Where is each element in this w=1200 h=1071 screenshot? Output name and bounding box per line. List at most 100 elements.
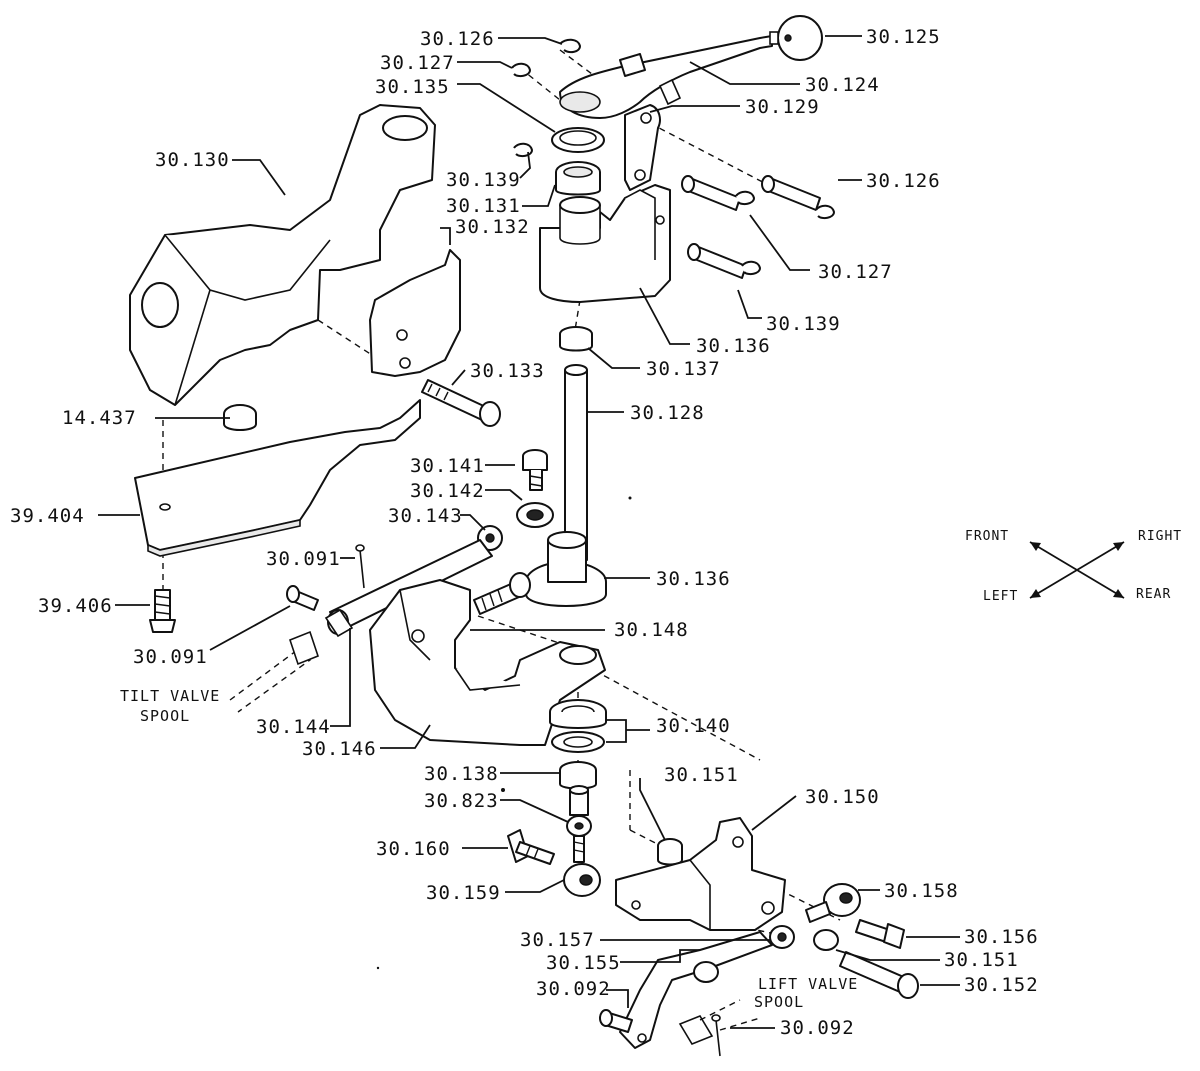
- bushing-30131: [555, 161, 601, 196]
- print-dot: [501, 788, 505, 792]
- bolt-30141: [522, 449, 548, 491]
- label-30136-mid: 30.136: [656, 568, 731, 590]
- label-30159: 30.159: [426, 882, 501, 904]
- arrow-left-icon: [1030, 589, 1041, 598]
- retaining-clip-30139-right: [741, 260, 761, 276]
- label-14437: 14.437: [62, 407, 137, 429]
- label-30131: 30.131: [446, 195, 521, 217]
- lift-valve-spool: [678, 999, 741, 1045]
- label-30151-top: 30.151: [664, 764, 739, 786]
- label-30091-left: 30.091: [133, 646, 208, 668]
- stud-30148: [473, 572, 531, 615]
- label-30160: 30.160: [376, 838, 451, 860]
- label-30139-right: 30.139: [766, 313, 841, 335]
- label-30138: 30.138: [424, 763, 499, 785]
- label-30133: 30.133: [470, 360, 545, 382]
- bolt-30152: [839, 951, 919, 999]
- label-30151-bottom: 30.151: [944, 949, 1019, 971]
- pivot-pin-3: [687, 243, 747, 279]
- rod-end-30159: [563, 863, 601, 897]
- clevis-pin-30091: [286, 585, 319, 611]
- label-30152: 30.152: [964, 974, 1039, 996]
- label-30125: 30.125: [866, 26, 941, 48]
- label-30146: 30.146: [302, 738, 377, 760]
- label-30140: 30.140: [656, 715, 731, 737]
- orientation-indicator: FRONT RIGHT LEFT REAR: [965, 529, 1181, 604]
- label-lift-valve-line1: LIFT VALVE: [758, 975, 858, 993]
- link-plate: [624, 104, 661, 191]
- label-30135: 30.135: [375, 76, 450, 98]
- label-39406: 39.406: [38, 595, 113, 617]
- cotter-pin-30092: [711, 1014, 721, 1057]
- orientation-left: LEFT: [983, 589, 1018, 604]
- label-30128: 30.128: [630, 402, 705, 424]
- part-labels: 30.126 30.125 30.127 30.124 30.135 30.12…: [10, 26, 1039, 1039]
- screw-39406: [149, 589, 176, 633]
- label-30136-top: 30.136: [696, 335, 771, 357]
- print-dot: [628, 496, 632, 500]
- pin-30092-left: [599, 1009, 633, 1033]
- washers-30140: [549, 699, 607, 753]
- orientation-front: FRONT: [965, 529, 1009, 544]
- label-30155: 30.155: [546, 952, 621, 974]
- plug-14437: [223, 404, 257, 431]
- label-30130: 30.130: [155, 149, 230, 171]
- retaining-clip-30139: [513, 142, 533, 158]
- label-30150: 30.150: [805, 786, 880, 808]
- leader-lines: [98, 35, 960, 1029]
- orientation-rear: REAR: [1136, 587, 1171, 602]
- arrow-right-icon: [1113, 542, 1124, 551]
- ball-joint-30142: [516, 502, 554, 528]
- retaining-clip-30127-top: [511, 62, 531, 78]
- label-30137: 30.137: [646, 358, 721, 380]
- label-30091-top: 30.091: [266, 548, 341, 570]
- label-tilt-valve-line1: TILT VALVE: [120, 687, 220, 705]
- retaining-clip-30126-top: [559, 38, 581, 54]
- clevis-30144: [324, 608, 354, 638]
- pivot-pin-2: [761, 175, 821, 211]
- label-30126-right: 30.126: [866, 170, 941, 192]
- print-dot: [376, 966, 380, 970]
- label-30129: 30.129: [745, 96, 820, 118]
- arrow-front-icon: [1030, 542, 1041, 551]
- shaft-30128: [564, 364, 588, 561]
- ring-30137: [559, 326, 593, 352]
- washer-30135: [551, 127, 605, 153]
- label-30127-right: 30.127: [818, 261, 893, 283]
- label-30124: 30.124: [805, 74, 880, 96]
- label-30141: 30.141: [410, 455, 485, 477]
- arrow-rear-icon: [1113, 589, 1124, 598]
- link-arm-30155: [619, 931, 773, 1049]
- ball-joint-30158: [805, 883, 861, 923]
- upper-bracket-30136: [539, 184, 671, 303]
- label-30126-top: 30.126: [420, 28, 495, 50]
- lower-collar-30136: [525, 531, 607, 607]
- label-30156: 30.156: [964, 926, 1039, 948]
- tilt-valve-spool: [229, 630, 319, 713]
- lever-knob: [769, 15, 823, 61]
- label-30158: 30.158: [884, 880, 959, 902]
- label-30132: 30.132: [455, 216, 530, 238]
- cotter-pin-30091-top: [355, 544, 365, 589]
- retaining-clip-30127-right: [735, 190, 755, 206]
- pivot-pin-1: [681, 175, 741, 211]
- bolt-30160: [507, 829, 555, 865]
- label-30157: 30.157: [520, 929, 595, 951]
- lift-bracket-30150: [615, 817, 786, 931]
- retaining-clip-30126-right: [815, 204, 835, 220]
- bushing-30138: [559, 761, 597, 790]
- clamp-bolt-30133: [421, 379, 501, 427]
- label-30143: 30.143: [388, 505, 463, 527]
- nut-30157: [769, 925, 795, 949]
- label-30092-left: 30.092: [536, 978, 611, 1000]
- clamp-half-30132: [369, 249, 461, 377]
- label-30092-bottom: 30.092: [780, 1017, 855, 1039]
- label-30142: 30.142: [410, 480, 485, 502]
- bolt-30156: [855, 919, 905, 949]
- tilt-lever-body-30146: [369, 579, 606, 746]
- label-lift-valve-line2: SPOOL: [754, 993, 804, 1011]
- spacer-30823: [566, 785, 592, 863]
- label-30139-left: 30.139: [446, 169, 521, 191]
- label-30823: 30.823: [424, 790, 499, 812]
